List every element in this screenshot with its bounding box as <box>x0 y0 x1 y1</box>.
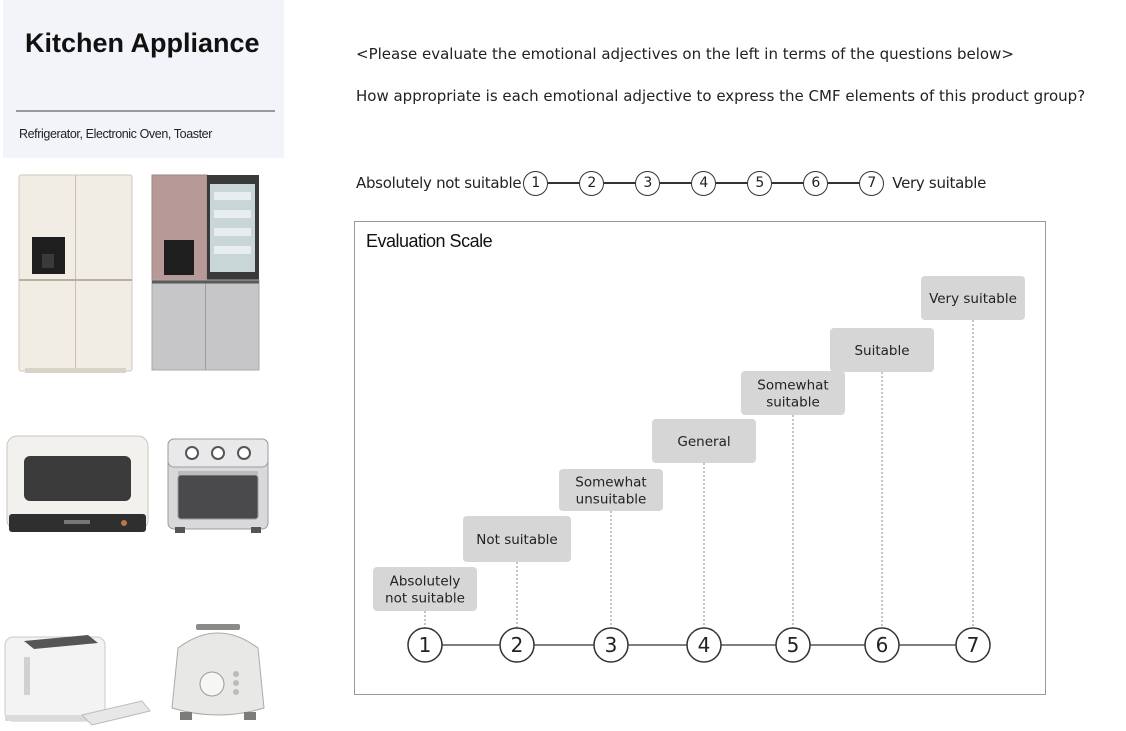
level-7-box <box>921 276 1025 320</box>
scale-option-4[interactable]: 4 <box>691 170 717 196</box>
scale-connector <box>604 182 636 184</box>
level-1-box <box>373 567 477 611</box>
scale-connector <box>772 182 804 184</box>
level-2-box <box>463 516 571 562</box>
category-divider <box>16 110 275 112</box>
level-3-box <box>559 469 663 511</box>
instruction-question: How appropriate is each emotional adject… <box>356 87 1086 105</box>
level-6-box <box>830 328 934 372</box>
level-2-label: Not suitable <box>463 516 571 562</box>
level-5-circle: 5 <box>775 627 811 663</box>
scale-connector <box>828 182 860 184</box>
scale-left-label: Absolutely not suitable <box>356 174 522 192</box>
refrigerator-icon <box>18 174 133 373</box>
level-7-number: 7 <box>967 633 980 657</box>
scale-right-label: Very suitable <box>892 174 987 192</box>
scale-connector <box>548 182 580 184</box>
level-5-text: suitable <box>766 395 820 411</box>
level-4-circle: 4 <box>686 627 722 663</box>
level-6-label: Suitable <box>830 328 934 372</box>
level-5-number: 5 <box>787 633 800 657</box>
level-1-text: not suitable <box>385 591 465 607</box>
level-7-label: Very suitable <box>921 276 1025 320</box>
toaster-icon <box>4 635 151 726</box>
level-3-text: unsuitable <box>576 492 647 508</box>
level-6-circle: 6 <box>864 627 900 663</box>
level-7-circle: 7 <box>955 627 991 663</box>
level-5-box <box>741 371 845 415</box>
level-2-circle: 2 <box>499 627 535 663</box>
answer-scale: Absolutely not suitable 1 2 3 4 5 6 7 Ve… <box>356 170 986 196</box>
category-title: Kitchen Appliance <box>25 28 260 58</box>
scale-option-3[interactable]: 3 <box>635 170 661 196</box>
evaluation-title: Evaluation Scale <box>366 231 493 251</box>
level-6-number: 6 <box>876 633 889 657</box>
level-2-text: Not suitable <box>476 532 557 548</box>
scale-option-2[interactable]: 2 <box>579 170 605 196</box>
scale-option-5[interactable]: 5 <box>747 170 773 196</box>
oven-icon <box>167 438 269 533</box>
scale-option-7[interactable]: 7 <box>859 170 885 196</box>
scale-connector <box>716 182 748 184</box>
category-panel: Kitchen Appliance Refrigerator, Electron… <box>3 0 284 158</box>
level-4-label: General <box>652 419 756 463</box>
scale-option-1[interactable]: 1 <box>523 170 549 196</box>
level-1-text: Absolutely <box>390 574 461 590</box>
level-3-circle: 3 <box>593 627 629 663</box>
level-3-text: Somewhat <box>575 475 646 491</box>
level-4-box <box>652 419 756 463</box>
oven-icon <box>6 435 149 532</box>
category-subtitle: Refrigerator, Electronic Oven, Toaster <box>19 127 212 141</box>
refrigerator-icon <box>151 174 260 371</box>
level-2-number: 2 <box>511 633 524 657</box>
level-7-text: Very suitable <box>929 291 1017 307</box>
instruction-evaluate: <Please evaluate the emotional adjective… <box>356 45 1014 63</box>
scale-connector <box>660 182 692 184</box>
level-4-number: 4 <box>698 633 711 657</box>
level-1-number: 1 <box>419 633 432 657</box>
toaster-icon <box>171 624 265 720</box>
level-1-circle: 1 <box>407 627 443 663</box>
level-3-number: 3 <box>605 633 618 657</box>
level-4-text: General <box>677 434 730 450</box>
level-6-text: Suitable <box>854 343 909 359</box>
scale-option-6[interactable]: 6 <box>803 170 829 196</box>
level-5-text: Somewhat <box>757 378 828 394</box>
